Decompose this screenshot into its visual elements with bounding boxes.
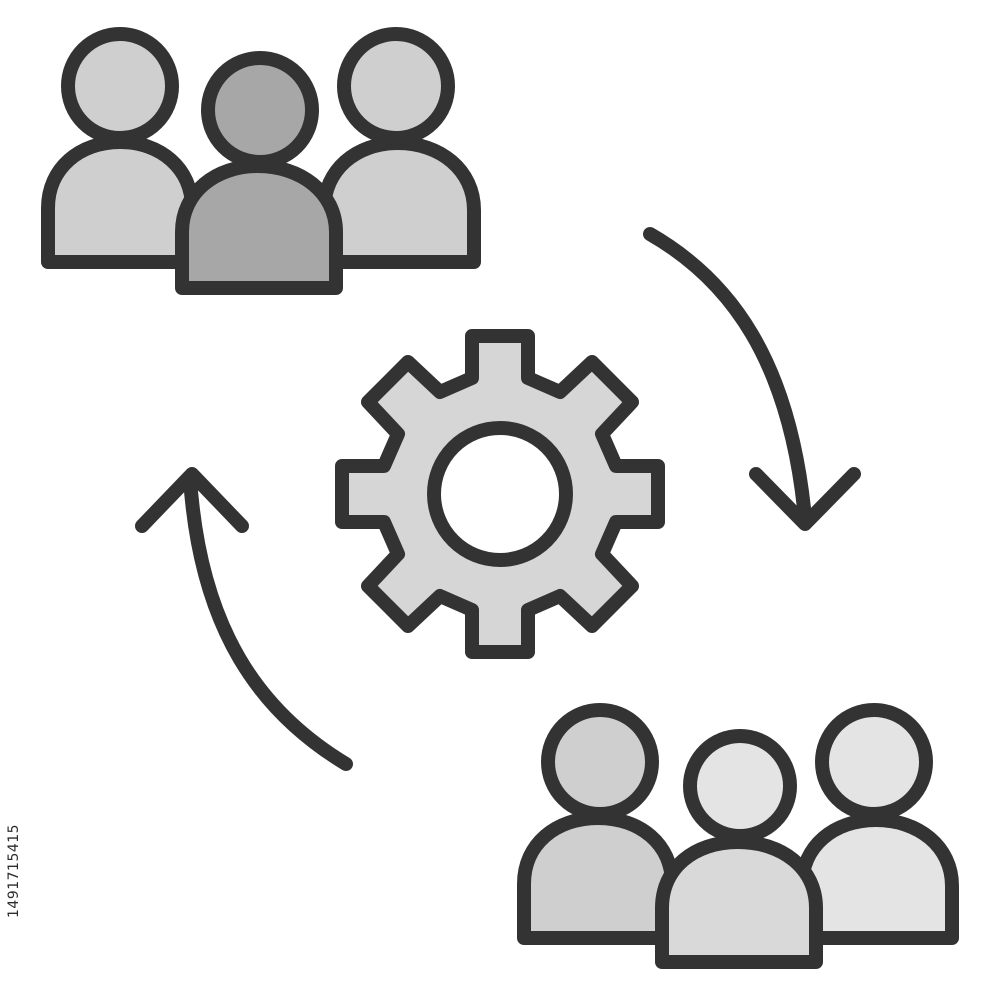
stock-id-label: 1491715415 bbox=[6, 823, 22, 918]
curved-arrow-down-icon bbox=[643, 227, 861, 531]
person-icon bbox=[175, 51, 343, 295]
person-icon bbox=[41, 27, 199, 269]
person-icon bbox=[795, 703, 959, 945]
person-icon bbox=[655, 729, 823, 969]
gear-icon bbox=[335, 329, 665, 659]
people-group-icon bbox=[41, 27, 481, 295]
person-icon bbox=[317, 27, 481, 269]
people-group-icon bbox=[517, 703, 959, 969]
curved-arrow-up-icon bbox=[135, 467, 353, 771]
person-icon bbox=[517, 703, 679, 945]
